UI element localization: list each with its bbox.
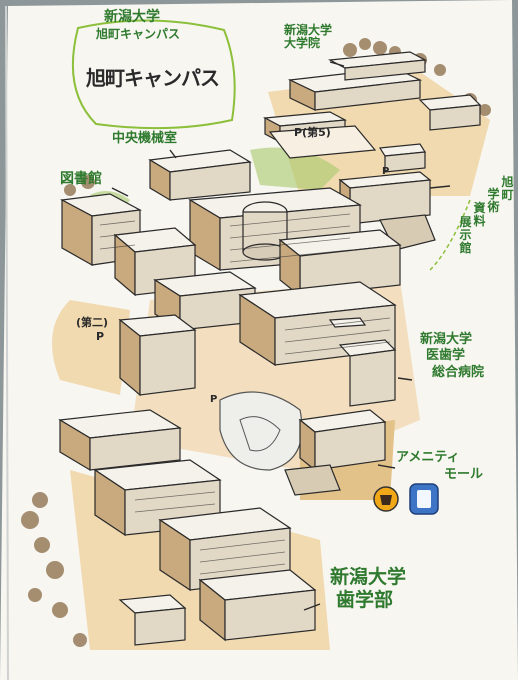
label-library: 図書館 [60, 171, 102, 187]
label-amenity-line1: アメニティ [396, 450, 460, 465]
title-logo: 旭町キャンパス [86, 66, 220, 90]
label-amenity-mall: アメニティ モール [396, 450, 483, 484]
label-parking-small-1: P [382, 166, 390, 177]
walking-path [429, 199, 471, 271]
label-museum-col4: 展示館 [459, 215, 472, 255]
plaza [219, 391, 303, 471]
label-dentistry: 新潟大学 歯学部 [330, 566, 406, 612]
label-parking-5: P(第5) [294, 126, 331, 139]
label-parking-2: (第二) [76, 316, 109, 329]
label-hospital-line1: 新潟大学 [420, 332, 473, 347]
label-central-machine-room: 中央機械室 [112, 131, 178, 146]
label-museum: 旭町 学術 資料 展示館 [456, 176, 514, 286]
window-hatching [99, 213, 391, 575]
dentistry-buildings [58, 409, 317, 646]
label-museum-col3: 資料 [473, 201, 486, 228]
central-buildings [148, 149, 402, 298]
title-line-2: 旭町キャンパス [96, 27, 181, 41]
label-hospital-line2: 医歯学 [426, 348, 466, 364]
coffee-cup-icon [373, 486, 399, 512]
label-dentistry-line2: 歯学部 [336, 588, 394, 611]
label-museum-col2: 学術 [487, 187, 500, 214]
mid-buildings [118, 271, 397, 407]
convenience-store-icon [409, 483, 439, 515]
label-parking-2-p: P [96, 330, 105, 343]
label-graduate-school: 新潟大学 大学院 [284, 24, 332, 49]
parking-lot-5 [268, 125, 377, 159]
label-hospital: 新潟大学 医歯学 総合病院 [420, 332, 484, 381]
label-hospital-line3: 総合病院 [432, 364, 485, 380]
leader-lines [111, 61, 451, 611]
label-graduate-school-line2: 大学院 [284, 35, 321, 50]
title-line-1: 新潟大学 [104, 9, 160, 25]
label-amenity-line2: モール [444, 466, 484, 482]
label-museum-col1: 旭町 [501, 175, 514, 202]
title-frame [71, 19, 236, 130]
label-graduate-school-line1: 新潟大学 [284, 23, 333, 37]
hospital-buildings [284, 409, 387, 496]
label-parking-small-2: P [210, 394, 218, 405]
label-dentistry-line1: 新潟大学 [330, 566, 407, 588]
